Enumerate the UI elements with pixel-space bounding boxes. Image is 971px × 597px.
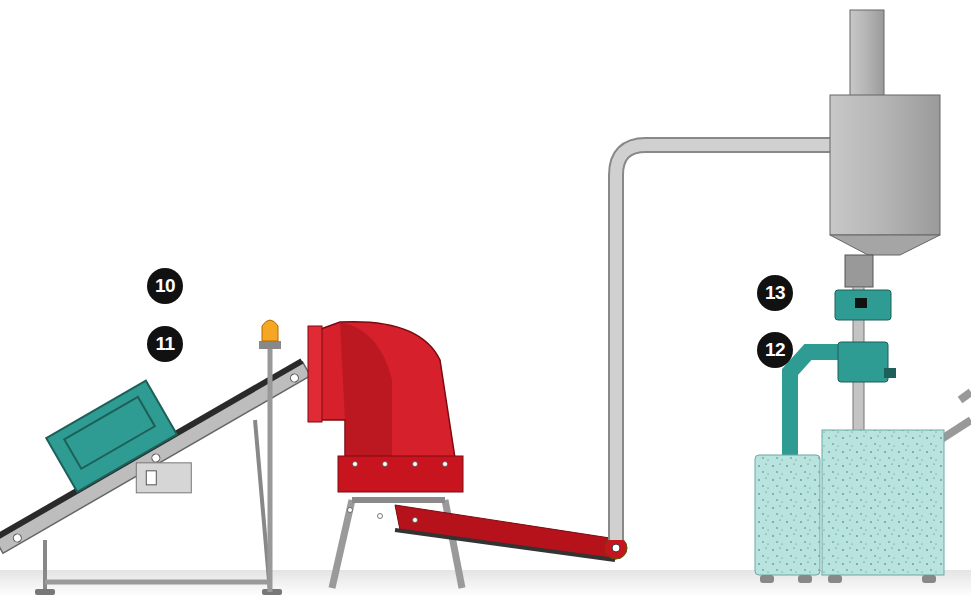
red-feeder bbox=[308, 322, 627, 588]
callout-number: 11 bbox=[147, 326, 183, 362]
callout-number: 13 bbox=[757, 275, 793, 311]
warning-light bbox=[259, 320, 281, 592]
inclined-conveyor bbox=[0, 308, 331, 595]
collection-bins bbox=[755, 352, 971, 583]
callout-number: 10 bbox=[147, 268, 183, 304]
separator bbox=[830, 10, 940, 437]
valve-13 bbox=[835, 290, 891, 320]
valve-12 bbox=[838, 342, 896, 382]
callout-number: 12 bbox=[757, 332, 793, 368]
